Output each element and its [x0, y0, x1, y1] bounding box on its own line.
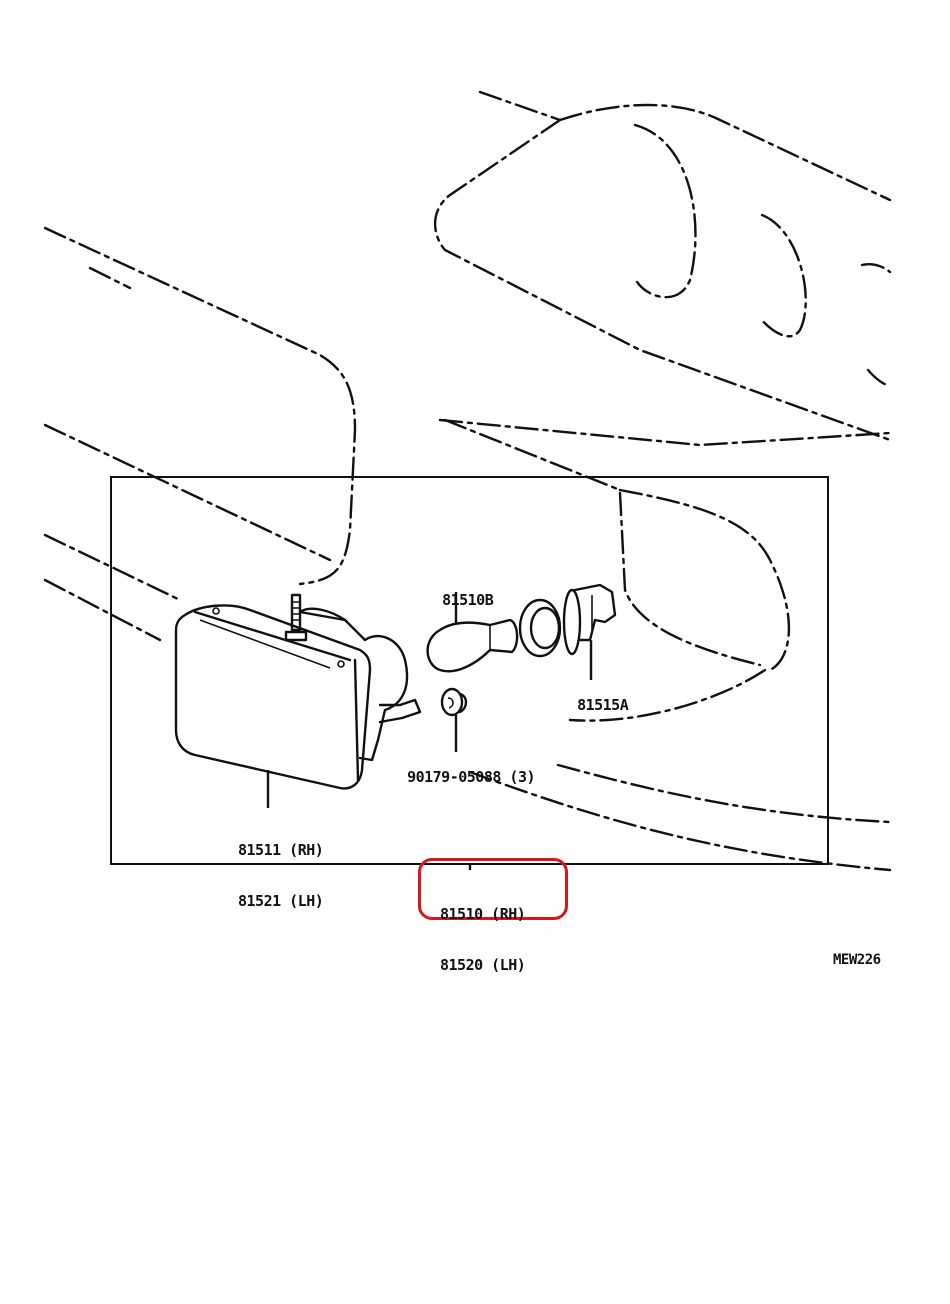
figure-code: MEW226	[833, 952, 881, 968]
bulb-icon	[426, 618, 519, 673]
label-screw: 90179-05088 (3)	[407, 768, 536, 786]
detail-frame	[110, 476, 829, 865]
label-lamp-lens: 81511 (RH) 81521 (LH)	[238, 841, 324, 910]
highlight-box	[418, 858, 568, 920]
socket-icon	[518, 583, 617, 658]
vehicle-body-outline	[43, 90, 892, 872]
label-bulb: 81510B	[442, 591, 494, 609]
fog-lamp-icon	[174, 593, 422, 790]
label-socket: 81515A	[577, 696, 629, 714]
screw-icon	[440, 687, 468, 717]
label-assembly[interactable]: 81510 (RH) 81520 (LH)	[440, 905, 526, 974]
